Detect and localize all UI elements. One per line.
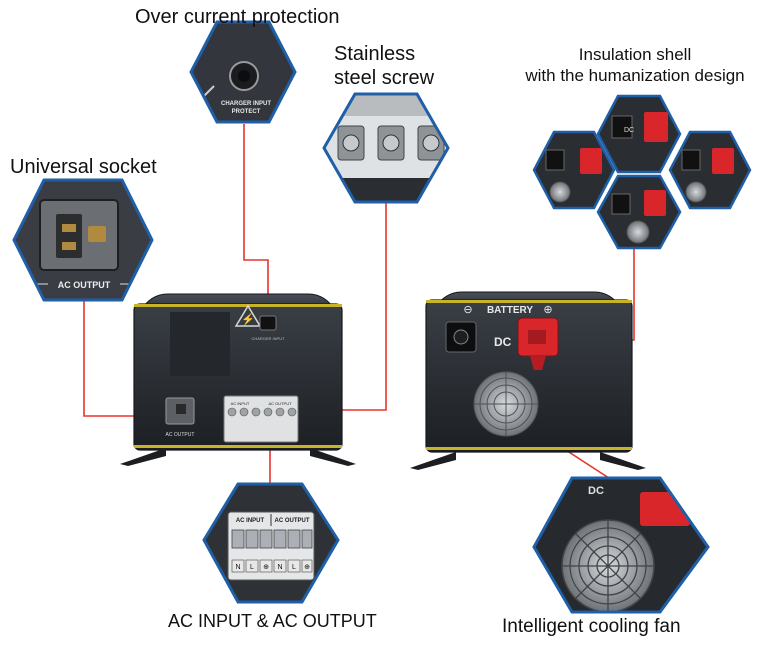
- caption-universal-socket: Universal socket: [10, 156, 157, 178]
- ac-output-label-2: AC OUTPUT: [275, 518, 310, 524]
- caption-over-current: Over current protection: [135, 6, 340, 28]
- inverter-unit-left: ⚡ CHARGER INPUT AC OUTPUT AC INPUT AC OU…: [120, 293, 356, 466]
- unit-ac-output-label: AC OUTPUT: [268, 401, 292, 406]
- dc-label-2: DC: [588, 485, 604, 497]
- terminal-n-2: N: [277, 564, 282, 571]
- battery-label: BATTERY: [487, 305, 533, 316]
- hex-universal-socket: AC OUTPUT: [12, 178, 154, 302]
- unit-terminal-block: [223, 395, 299, 443]
- caption-insulation-line1: Insulation shell: [578, 45, 692, 64]
- callout-line-over-current: [243, 124, 269, 320]
- unit-socket-label: AC OUTPUT: [166, 432, 195, 438]
- caption-insulation-line2: with the humanization design: [525, 66, 745, 85]
- charger-input-label: CHARGER INPUT: [221, 101, 271, 107]
- terminal-n-1: N: [235, 564, 240, 571]
- warning-icon: [234, 304, 262, 327]
- caption-ac-input-output: AC INPUT & AC OUTPUT: [168, 611, 377, 631]
- svg-text:⚡: ⚡: [241, 313, 255, 326]
- hex-ac-input-output: AC INPUT AC OUTPUT N L ⊕ N L ⊕: [202, 482, 340, 604]
- inverter-unit-right: BATTERY ⊖ ⊕ DC: [410, 291, 646, 470]
- hex-over-current: CHARGER INPUT PROTECT: [189, 20, 297, 124]
- protect-label: PROTECT: [232, 109, 261, 115]
- caption-insulation: Insulation shell with the humanization d…: [506, 44, 764, 86]
- terminal-l-2: L: [292, 564, 296, 571]
- charger-breaker: [259, 315, 277, 331]
- dc-label: DC: [494, 335, 512, 349]
- minus-sign: ⊖: [463, 304, 472, 316]
- dc-label-3: DC: [624, 127, 634, 134]
- caption-stainless-steel: Stainless steel screw: [334, 42, 434, 90]
- hex-cluster-insulation: DC: [532, 94, 752, 250]
- caption-stainless-line1: Stainless: [334, 43, 416, 65]
- plus-sign: ⊕: [543, 304, 552, 316]
- charger-label-small: CHARGER INPUT: [251, 336, 285, 341]
- hex-stainless-screw: [322, 92, 450, 204]
- hex-cooling-fan: DC: [532, 476, 710, 614]
- vent-grille: [170, 312, 230, 376]
- terminal-l-1: L: [250, 564, 254, 571]
- ac-output-label: AC OUTPUT: [58, 280, 111, 290]
- caption-stainless-line2: steel screw: [334, 67, 435, 89]
- terminal-ground-1: ⊕: [263, 564, 269, 571]
- unit-ac-input-label: AC INPUT: [231, 401, 250, 406]
- ac-input-label: AC INPUT: [236, 518, 265, 524]
- caption-cooling-fan: Intelligent cooling fan: [502, 616, 681, 637]
- terminal-ground-2: ⊕: [304, 564, 310, 571]
